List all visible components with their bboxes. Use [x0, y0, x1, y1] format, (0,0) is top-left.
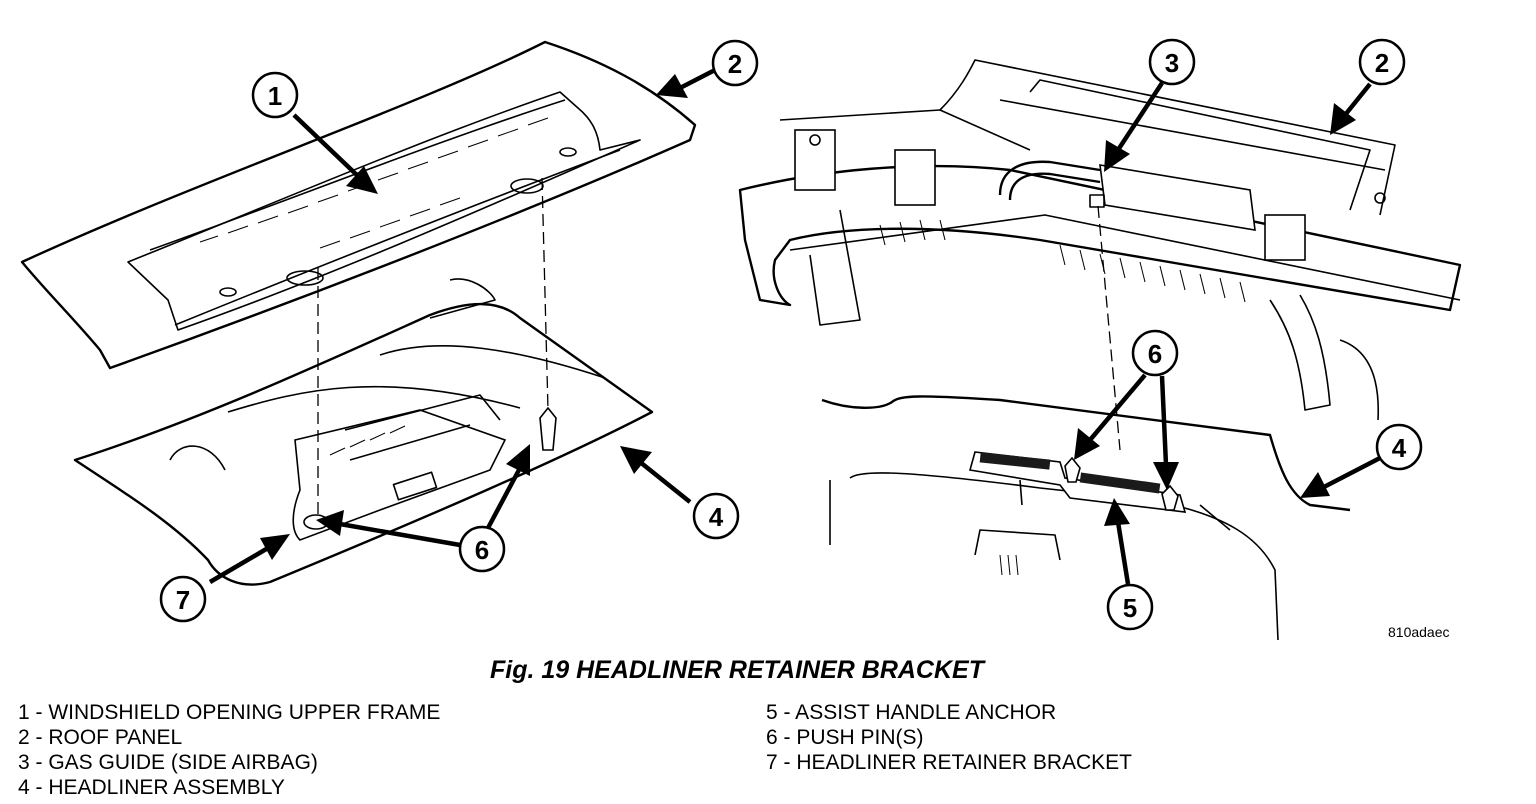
legend-item: 4 - HEADLINER ASSEMBLY [18, 776, 285, 799]
callout-3-label: 3 [1165, 48, 1179, 78]
callout-4-left: 4 [692, 492, 740, 540]
legend-item: 2 - ROOF PANEL [18, 726, 183, 749]
callout-2-right-label: 2 [1375, 48, 1389, 78]
left-view: 1 2 4 6 7 [20, 39, 759, 623]
legend-item: 1 - WINDSHIELD OPENING UPPER FRAME [18, 701, 441, 724]
windshield-frame [127, 91, 641, 331]
legend-item: 5 - ASSIST HANDLE ANCHOR [766, 701, 1057, 724]
push-pin-right-a [1064, 456, 1081, 483]
callout-4-right-label: 4 [1392, 433, 1407, 463]
callout-6-right: 6 [1131, 329, 1179, 377]
gas-guide [998, 160, 1101, 201]
callout-4-left-label: 4 [709, 502, 724, 532]
callout-2-left: 2 [711, 39, 759, 87]
legend-left: 1 - WINDSHIELD OPENING UPPER FRAME 2 - R… [18, 700, 440, 800]
figure-id: 810adaec [1388, 624, 1450, 640]
callout-6-left: 6 [458, 525, 506, 573]
roof-rail [738, 164, 1462, 312]
roof-panel-right [939, 59, 1396, 216]
legend-item: 7 - HEADLINER RETAINER BRACKET [766, 751, 1133, 774]
right-view: 3 2 6 4 5 [738, 38, 1462, 641]
callout-7: 7 [159, 575, 207, 623]
legend-item: 6 - PUSH PIN(S) [766, 726, 924, 749]
callout-4-right: 4 [1375, 423, 1423, 471]
callout-5-label: 5 [1123, 593, 1137, 623]
legend-right: 5 - ASSIST HANDLE ANCHOR 6 - PUSH PIN(S)… [766, 700, 1132, 775]
retainer-bracket-left [292, 409, 507, 541]
callout-3: 3 [1148, 38, 1196, 86]
push-pin-right-b [1161, 484, 1179, 511]
headliner-assembly-right [821, 395, 1351, 512]
callout-2-left-label: 2 [728, 49, 742, 79]
callout-5: 5 [1106, 583, 1154, 631]
frame-slots [199, 117, 549, 249]
callout-1-label: 1 [268, 81, 282, 111]
push-pin-left-a [539, 406, 557, 451]
callout-7-label: 7 [176, 585, 190, 615]
figure-caption: Fig. 19 HEADLINER RETAINER BRACKET [489, 656, 984, 684]
legend-item: 3 - GAS GUIDE (SIDE AIRBAG) [18, 751, 318, 774]
callout-2-right: 2 [1358, 38, 1406, 86]
assist-handle-anchor [968, 451, 1187, 513]
roof-panel-left [20, 40, 697, 370]
callout-6-right-label: 6 [1148, 339, 1162, 369]
headliner-assembly-left [73, 302, 654, 586]
headliner-retainer-bracket-diagram: 1 2 4 6 7 [20, 38, 1462, 641]
callout-1: 1 [251, 71, 299, 119]
callout-6-left-label: 6 [475, 535, 489, 565]
